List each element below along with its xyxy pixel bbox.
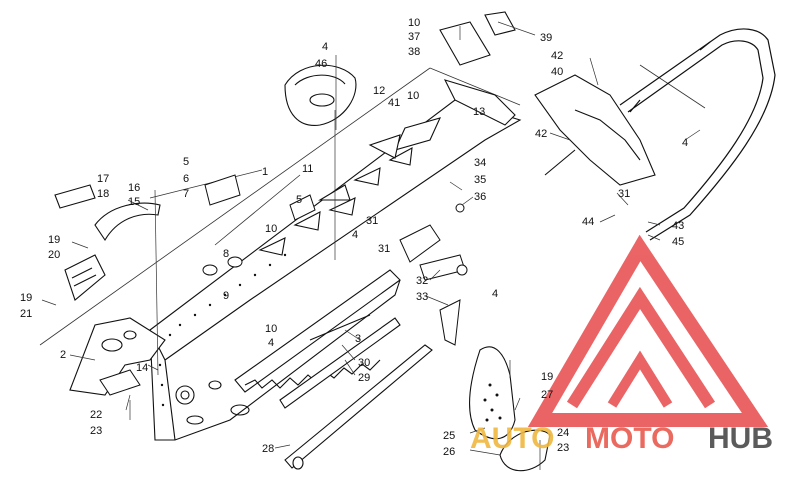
part-label: 7 [183, 188, 189, 200]
part-label: 3 [355, 333, 361, 345]
watermark-moto: MOTO [585, 422, 674, 455]
part-label: 42 [551, 50, 563, 62]
part-label: 16 [128, 182, 140, 194]
seat-cushion [284, 64, 357, 126]
part-label: 33 [416, 291, 428, 303]
rear-hitch [439, 11, 516, 126]
part-label: 9 [223, 290, 229, 302]
part-label: 13 [473, 106, 485, 118]
part-label: 19 [48, 234, 60, 246]
part-label: 10 [408, 17, 420, 29]
part-label: 4 [352, 229, 358, 241]
part-label: 4 [492, 288, 498, 300]
part-label: 22 [90, 409, 102, 421]
part-label: 31 [618, 188, 630, 200]
part-label: 15 [128, 196, 140, 208]
part-label: 21 [20, 308, 32, 320]
reference-lines [39, 64, 706, 346]
part-label: 46 [315, 58, 327, 70]
watermark-logo-icon [527, 234, 769, 427]
part-label: 11 [302, 163, 313, 175]
part-label: 4 [268, 337, 274, 349]
part-label: 23 [90, 425, 102, 437]
part-label: 5 [183, 156, 189, 168]
slide-rails [234, 269, 433, 470]
part-label: 42 [535, 128, 547, 140]
part-label: 31 [378, 243, 390, 255]
part-label: 29 [358, 372, 370, 384]
part-label: 25 [443, 430, 455, 442]
part-label: 40 [551, 66, 563, 78]
part-label: 27 [541, 389, 553, 401]
part-label: 38 [408, 46, 420, 58]
part-label: 30 [358, 357, 370, 369]
part-label: 12 [373, 85, 385, 97]
part-label: 26 [443, 446, 455, 458]
hardware-parts [99, 174, 468, 396]
part-label: 10 [407, 90, 419, 102]
part-label: 17 [97, 173, 109, 185]
part-label: 23 [557, 442, 569, 454]
part-labels: 1 2 3 4 4 4 4 4 5 5 6 7 8 9 10 10 10 10 … [20, 17, 688, 458]
part-label: 19 [541, 371, 553, 383]
watermark-hub: HUB [708, 422, 773, 455]
part-label: 19 [20, 292, 32, 304]
part-label: 28 [262, 443, 274, 455]
leader-lines [41, 21, 701, 470]
part-label: 45 [672, 236, 684, 248]
watermark-auto: AUTO [470, 422, 554, 455]
part-label: 24 [557, 427, 569, 439]
part-label: 32 [416, 275, 428, 287]
part-label: 18 [97, 188, 109, 200]
part-label: 41 [388, 97, 400, 109]
part-label: 6 [183, 173, 189, 185]
part-label: 43 [672, 220, 684, 232]
part-label: 1 [262, 166, 268, 178]
part-label: 14 [136, 362, 148, 374]
front-bumper-brackets [54, 184, 161, 301]
part-label: 44 [582, 216, 594, 228]
part-label: 4 [682, 137, 688, 149]
part-label: 31 [366, 215, 378, 227]
part-label: 39 [540, 32, 552, 44]
part-label: 10 [265, 223, 277, 235]
part-label: 37 [408, 31, 420, 43]
rear-bumper [619, 28, 776, 241]
part-label: 5 [296, 194, 302, 206]
part-label: 34 [474, 157, 486, 169]
part-label: 35 [474, 174, 486, 186]
part-label: 4 [322, 41, 328, 53]
part-label: 20 [48, 249, 60, 261]
part-label: 8 [223, 248, 229, 260]
running-board [469, 346, 551, 472]
snow-flap [534, 74, 656, 186]
part-label: 36 [474, 191, 486, 203]
watermark-brand: AUTO MOTO HUB [470, 422, 773, 455]
part-label: 10 [265, 323, 277, 335]
part-label: 2 [60, 349, 66, 361]
